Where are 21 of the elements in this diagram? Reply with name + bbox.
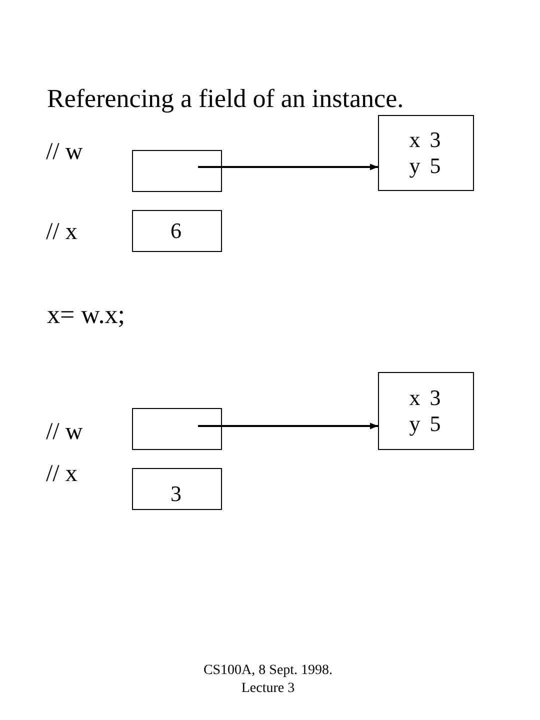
- variable-box: [132, 408, 222, 450]
- variable-box: [378, 115, 474, 191]
- value-text: x 3: [409, 385, 443, 411]
- variable-box: [378, 372, 474, 450]
- value-text: y 5: [409, 153, 443, 179]
- value-text: x 3: [409, 127, 443, 153]
- value-text: y 5: [409, 411, 443, 437]
- variable-box: [132, 210, 222, 252]
- variable-label: // w: [46, 420, 83, 444]
- footer-note: CS100A, 8 Sept. 1998. Lecture 3: [202, 662, 334, 698]
- arrow: [198, 164, 378, 170]
- value-text: 3: [170, 481, 184, 507]
- value-text: 6: [170, 218, 184, 244]
- variable-label: // x: [46, 462, 78, 486]
- variable-label: // w: [46, 140, 83, 164]
- code-statement: x= w.x;: [47, 302, 125, 328]
- variable-box: [132, 150, 222, 192]
- arrow: [198, 422, 378, 430]
- variable-box: [132, 468, 222, 510]
- slide-title: Referencing a field of an instance.: [47, 86, 404, 112]
- variable-label: // x: [46, 220, 78, 244]
